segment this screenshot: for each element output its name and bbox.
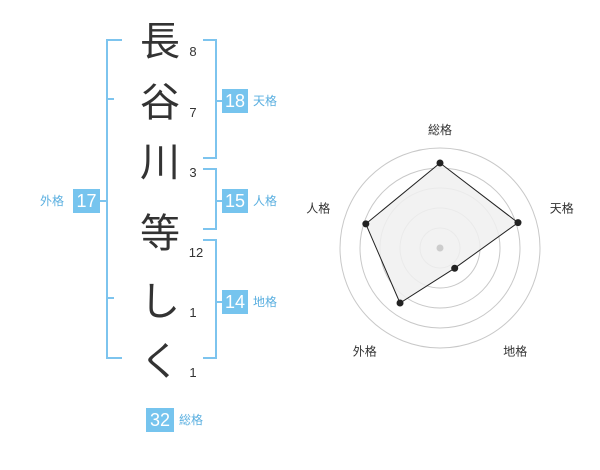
radar-point-3 bbox=[451, 264, 459, 272]
radar-axis-label-4: 外格 bbox=[353, 344, 377, 359]
radar-axis-label-5: 人格 bbox=[306, 200, 330, 215]
name-char-4: 等 bbox=[140, 211, 180, 257]
soukaku-label: 総格 bbox=[179, 413, 204, 427]
stroke-count-1: 8 bbox=[189, 44, 197, 59]
stroke-count-2: 7 bbox=[189, 105, 197, 120]
radar-points bbox=[362, 159, 522, 307]
radar-point-4 bbox=[396, 299, 404, 307]
jinkaku-label: 人格 bbox=[253, 194, 278, 208]
radar-axis-label-1: 総格 bbox=[428, 122, 452, 137]
name-char-5: し bbox=[140, 279, 180, 325]
radar-axis-label-3: 地格 bbox=[503, 344, 527, 359]
tenkaku-bracket bbox=[203, 39, 217, 159]
radar-center-dot bbox=[436, 244, 444, 252]
radar-point-5 bbox=[362, 220, 370, 228]
chikaku-label: 地格 bbox=[253, 295, 278, 309]
name-char-2: 谷 bbox=[140, 80, 180, 126]
stroke-count-3: 3 bbox=[189, 165, 197, 180]
radar-point-2 bbox=[514, 219, 522, 227]
gaikaku-value-badge: 17 bbox=[73, 189, 100, 213]
name-char-6: く bbox=[140, 339, 180, 385]
soukaku-value-badge: 32 bbox=[146, 408, 174, 432]
gaikaku-label: 外格 bbox=[40, 194, 65, 208]
radar-point-1 bbox=[436, 159, 444, 167]
chikaku-value-badge: 14 bbox=[222, 290, 248, 314]
name-char-1: 長 bbox=[140, 19, 180, 65]
gaikaku-bracket bbox=[106, 39, 122, 359]
name-char-3: 川 bbox=[140, 140, 180, 186]
chikaku-bracket bbox=[203, 239, 217, 359]
tenkaku-value-badge: 18 bbox=[222, 89, 248, 113]
radar-polygon bbox=[365, 162, 519, 304]
tenkaku-label: 天格 bbox=[253, 94, 278, 108]
stroke-count-5: 1 bbox=[189, 305, 197, 320]
stroke-count-6: 1 bbox=[189, 365, 197, 380]
radar-axis-label-2: 天格 bbox=[550, 200, 574, 215]
stroke-count-4: 12 bbox=[188, 245, 204, 260]
jinkaku-bracket bbox=[203, 168, 217, 230]
jinkaku-value-badge: 15 bbox=[222, 189, 248, 213]
